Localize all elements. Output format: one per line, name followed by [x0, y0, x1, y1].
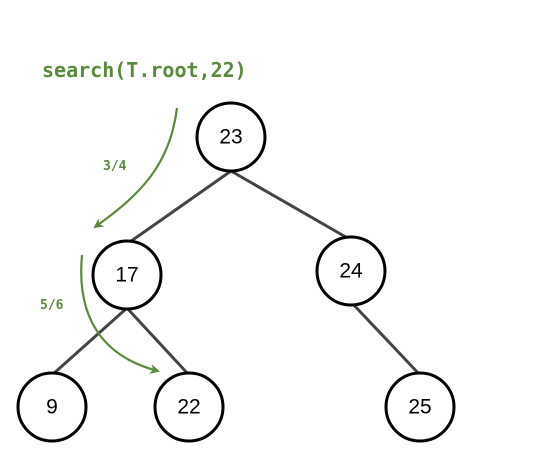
step-label-1: 3/4 [103, 159, 127, 174]
tree-node-left-left: 9 [16, 371, 88, 443]
node-circle [16, 371, 88, 443]
search-call-label: search(T.root,22) [42, 58, 247, 82]
tree-node-right-right: 25 [384, 371, 456, 443]
tree-node-left-right: 22 [153, 371, 225, 443]
edge-24-25 [349, 300, 422, 377]
node-value: 24 [339, 260, 363, 283]
node-circle [384, 371, 456, 443]
step-label-2: 5/6 [40, 298, 64, 313]
tree-node-root: 23 [195, 101, 267, 173]
node-value: 17 [115, 264, 138, 287]
node-circle [315, 235, 387, 307]
edge-23-17 [126, 169, 232, 246]
edge-17-9 [51, 306, 128, 377]
tree-edges [51, 169, 422, 377]
node-circle [153, 371, 225, 443]
node-circle [91, 239, 163, 311]
search-arrow-step-1 [93, 107, 179, 229]
edge-17-22 [125, 306, 191, 377]
node-value: 22 [177, 396, 200, 419]
edge-23-24 [230, 169, 352, 242]
node-circle [195, 101, 267, 173]
tree-node-right: 24 [315, 235, 387, 307]
tree-node-left: 17 [91, 239, 163, 311]
node-value: 23 [219, 126, 242, 149]
node-value: 9 [46, 396, 58, 419]
search-arrow-step-2 [80, 254, 160, 374]
node-value: 25 [408, 396, 431, 419]
